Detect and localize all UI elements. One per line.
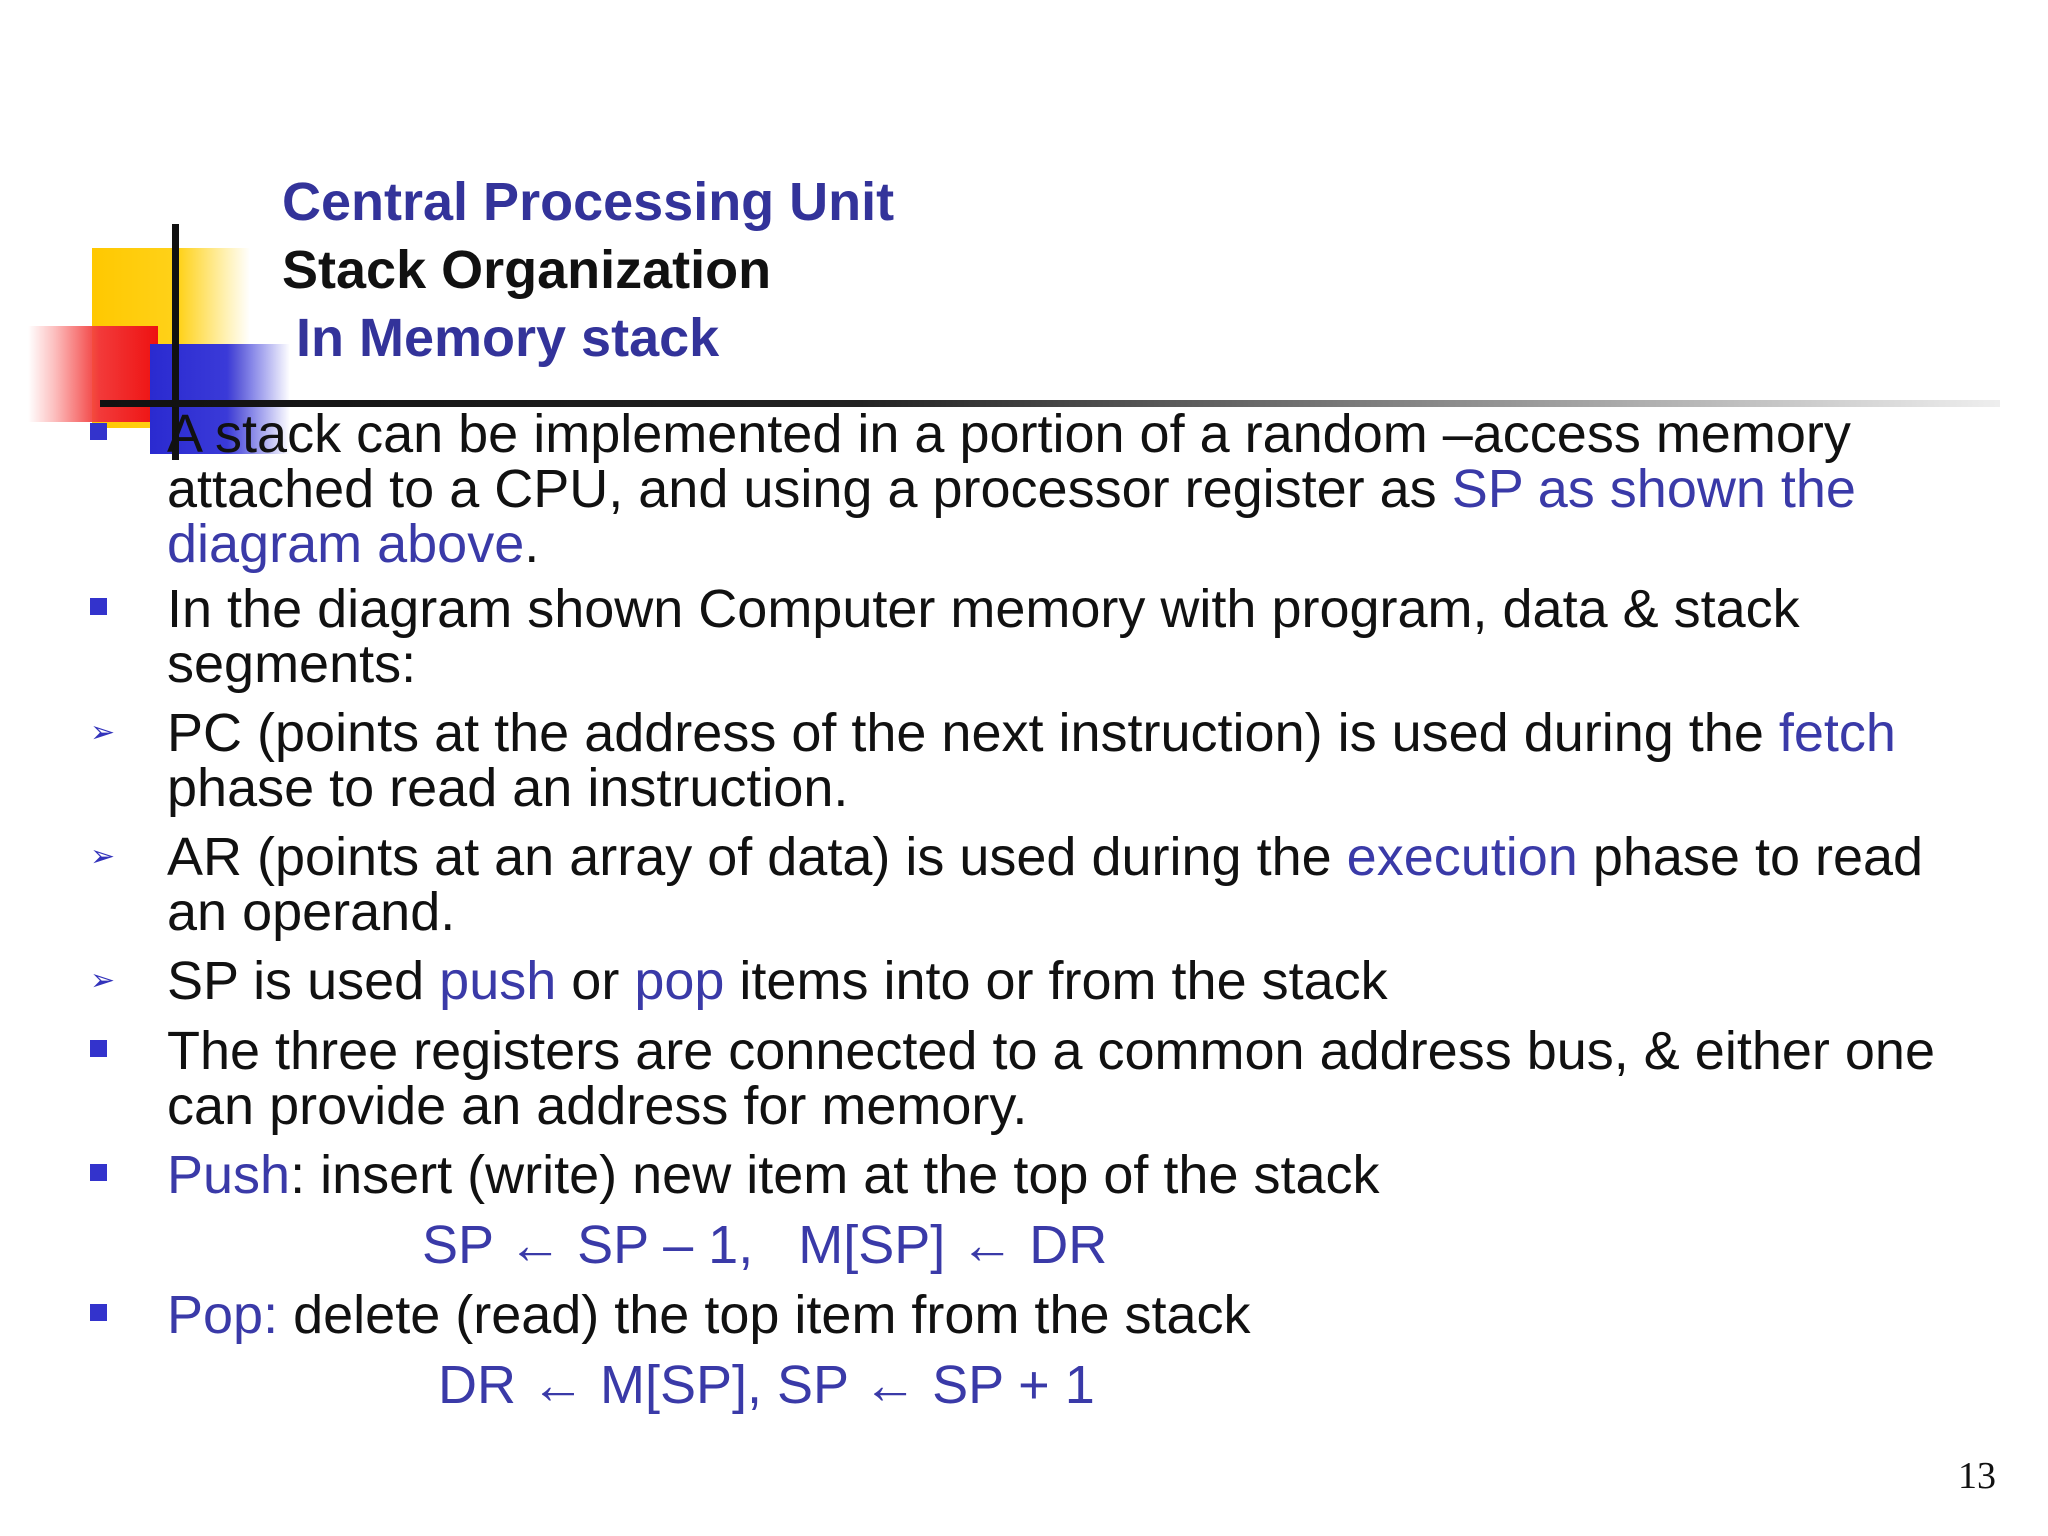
bullet-text-part: AR (points at an array of data) is used … (167, 827, 1347, 887)
bullet-text-part: items into or from the stack (724, 951, 1388, 1011)
square-bullet-icon (90, 1040, 107, 1057)
arrow-bullet-icon: ➢ (90, 839, 116, 874)
bullet-text: SP is used push or pop items into or fro… (167, 954, 1997, 1009)
bullet-text: PC (points at the address of the next in… (167, 706, 1997, 816)
bullet-highlight: SP as shown the diagram above (167, 459, 1856, 574)
bullet-text: Pop: delete (read) the top item from the… (167, 1288, 1997, 1343)
bullet-marker: ➢ (90, 718, 115, 748)
arrow-bullet-icon: ➢ (90, 715, 116, 750)
bullet-text-part: phase to read an operand. (167, 827, 1924, 942)
title-line-1: Central Processing Unit (282, 172, 895, 232)
bullet-marker (90, 1040, 107, 1057)
arrow-bullet-icon: ➢ (90, 963, 116, 998)
bullet-text-part: PC (points at the address of the next in… (167, 703, 1779, 763)
bullet-highlight: fetch (1778, 703, 1896, 763)
bullet-text-part: The three registers are connected to a c… (167, 1021, 1935, 1136)
bullet-text-part: or (556, 951, 635, 1011)
bullet-text: A stack can be implemented in a portion … (167, 407, 1997, 572)
page-number: 13 (1958, 1455, 1996, 1497)
logo-red-square (28, 326, 158, 422)
title-line-3: In Memory stack (296, 308, 720, 368)
square-bullet-icon (90, 598, 107, 615)
bullet-text: The three registers are connected to a c… (167, 1024, 1997, 1134)
push-formula: SP ← SP – 1, M[SP] ← DR (422, 1215, 1108, 1275)
square-bullet-icon (90, 1304, 107, 1321)
bullet-text-part: SP is used (167, 951, 440, 1011)
bullet-marker (90, 1164, 107, 1181)
bullet-marker (90, 423, 107, 440)
bullet-highlight: pop (634, 951, 725, 1011)
bullet-text-part: In the diagram shown Computer memory wit… (167, 579, 1800, 694)
pop-formula: DR ← M[SP], SP ← SP + 1 (438, 1355, 1095, 1415)
bullet-marker (90, 598, 107, 615)
bullet-marker: ➢ (90, 842, 115, 872)
bullet-text: Push: insert (write) new item at the top… (167, 1148, 1997, 1203)
bullet-text-part: . (524, 514, 540, 574)
bullet-highlight: execution (1346, 827, 1578, 887)
bullet-highlight: push (439, 951, 557, 1011)
slide-title: Central Processing Unit Stack Organizati… (282, 168, 894, 372)
square-bullet-icon (90, 1164, 107, 1181)
title-divider-line (100, 400, 2000, 407)
title-line-2: Stack Organization (282, 240, 772, 300)
bullet-marker: ➢ (90, 966, 115, 996)
logo-vertical-line (172, 224, 179, 460)
bullet-text-part: delete (read) the top item from the stac… (278, 1285, 1251, 1345)
bullet-highlight: Push (167, 1145, 291, 1205)
bullet-text-part: phase to read an instruction. (167, 758, 849, 818)
bullet-marker (90, 1304, 107, 1321)
bullet-text-part: A stack can be implemented in a portion … (167, 404, 1851, 519)
bullet-text: In the diagram shown Computer memory wit… (167, 582, 1997, 692)
bullet-text: AR (points at an array of data) is used … (167, 830, 1997, 940)
bullet-highlight: Pop: (167, 1285, 279, 1345)
square-bullet-icon (90, 423, 107, 440)
bullet-text-part: : insert (write) new item at the top of … (290, 1145, 1380, 1205)
